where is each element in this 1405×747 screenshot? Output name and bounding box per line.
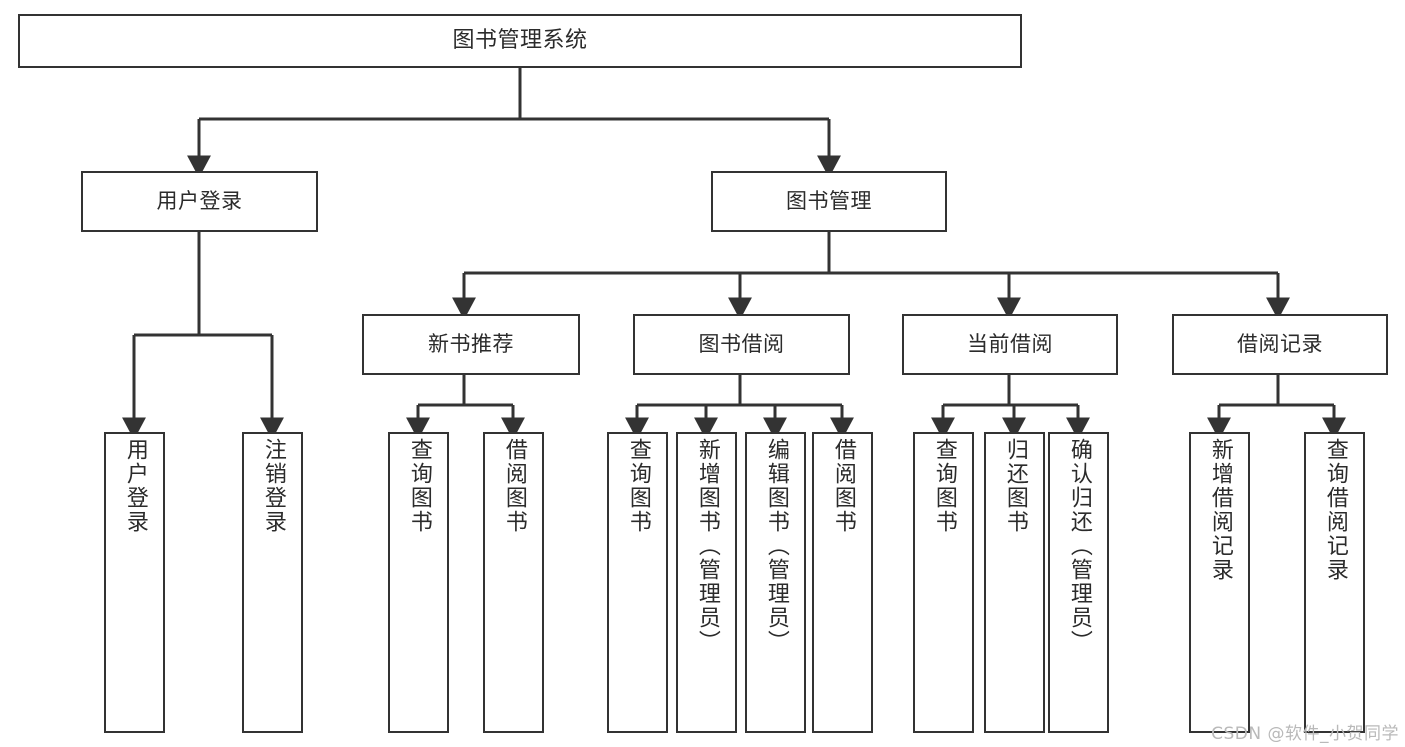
node-borrow-record[interactable]: 借阅记录 <box>1172 314 1388 375</box>
node-user-login-label: 用户登录 <box>156 189 243 214</box>
node-new-book-recommend[interactable]: 新书推荐 <box>362 314 580 375</box>
node-leaf-add-record-label: 新增借阅记录 <box>1207 438 1233 582</box>
node-leaf-edit-book[interactable]: 编辑图书（管理员） <box>745 432 806 733</box>
node-user-login[interactable]: 用户登录 <box>81 171 318 232</box>
node-leaf-logout[interactable]: 注销登录 <box>242 432 303 733</box>
node-leaf-query-book-b[interactable]: 查询图书 <box>607 432 668 733</box>
node-leaf-add-record[interactable]: 新增借阅记录 <box>1189 432 1250 733</box>
node-leaf-query-book-b-label: 查询图书 <box>625 438 651 534</box>
node-leaf-query-book-a-label: 查询图书 <box>406 438 432 534</box>
watermark: CSDN @软件_小贺同学 <box>1211 724 1399 744</box>
node-new-book-recommend-label: 新书推荐 <box>428 332 514 357</box>
node-root[interactable]: 图书管理系统 <box>18 14 1022 68</box>
node-root-label: 图书管理系统 <box>452 28 588 54</box>
node-leaf-query-book-a[interactable]: 查询图书 <box>388 432 449 733</box>
node-leaf-query-record[interactable]: 查询借阅记录 <box>1304 432 1365 733</box>
node-leaf-confirm-return-label: 确认归还（管理员） <box>1066 438 1092 654</box>
node-book-borrow-label: 图书借阅 <box>698 332 785 357</box>
node-current-borrow-label: 当前借阅 <box>967 332 1053 357</box>
node-borrow-record-label: 借阅记录 <box>1237 332 1323 357</box>
node-book-borrow[interactable]: 图书借阅 <box>633 314 850 375</box>
node-leaf-user-login[interactable]: 用户登录 <box>104 432 165 733</box>
node-leaf-confirm-return[interactable]: 确认归还（管理员） <box>1048 432 1109 733</box>
node-leaf-borrow-book-a[interactable]: 借阅图书 <box>483 432 544 733</box>
node-leaf-query-book-c-label: 查询图书 <box>931 438 957 534</box>
node-leaf-return-book[interactable]: 归还图书 <box>984 432 1045 733</box>
node-leaf-borrow-book-b[interactable]: 借阅图书 <box>812 432 873 733</box>
node-leaf-add-book[interactable]: 新增图书（管理员） <box>676 432 737 733</box>
node-leaf-edit-book-label: 编辑图书（管理员） <box>763 438 789 654</box>
node-leaf-query-book-c[interactable]: 查询图书 <box>913 432 974 733</box>
node-leaf-borrow-book-b-label: 借阅图书 <box>830 438 856 534</box>
node-leaf-return-book-label: 归还图书 <box>1002 438 1028 534</box>
node-leaf-borrow-book-a-label: 借阅图书 <box>501 438 527 534</box>
node-leaf-query-record-label: 查询借阅记录 <box>1322 438 1348 582</box>
node-book-management-label: 图书管理 <box>786 189 872 214</box>
node-leaf-logout-label: 注销登录 <box>260 438 286 534</box>
node-book-management[interactable]: 图书管理 <box>711 171 947 232</box>
node-leaf-add-book-label: 新增图书（管理员） <box>694 438 720 654</box>
node-current-borrow[interactable]: 当前借阅 <box>902 314 1118 375</box>
node-leaf-user-login-label: 用户登录 <box>122 438 148 534</box>
